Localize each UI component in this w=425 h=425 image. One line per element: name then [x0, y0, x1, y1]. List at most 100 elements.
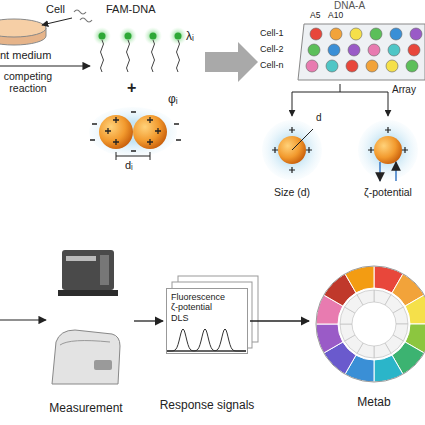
label-wrap: λᵢ: [186, 30, 194, 44]
cells: [74, 10, 92, 22]
zetasizer: [52, 330, 120, 384]
array-well: [308, 44, 320, 56]
signal-peak: [167, 329, 246, 351]
wheel-segment: [345, 266, 374, 293]
figure-label: dᵢ: [125, 159, 133, 172]
array-well: [370, 28, 382, 40]
plus-sign: [368, 127, 408, 153]
text-wrap: A5: [310, 11, 320, 21]
fluor-glow: [119, 27, 137, 45]
ion-cloud: [262, 120, 322, 180]
dna-strand: [152, 40, 155, 72]
arrow: [0, 65, 90, 66]
dna-strand: [127, 40, 130, 72]
array-well: [306, 60, 318, 72]
wheel-outline: [316, 266, 425, 382]
fluor-dot: [175, 33, 182, 40]
wheel-shape: [312, 262, 425, 386]
group-node: Measurement: [40, 246, 132, 416]
node-text: Response signals: [152, 399, 262, 413]
label-wrap: Size (d): [262, 186, 322, 198]
label-wrap: nt medium: [0, 49, 51, 62]
fluor-dot: [99, 33, 106, 40]
card-node: Fluorescenceζ-potentialDLSResponse signa…: [166, 288, 248, 354]
text-wrap: Cell-1: [260, 28, 284, 38]
arrow: [0, 319, 46, 320]
potential-arrow: [379, 162, 380, 181]
text-wrap: Metab: [332, 396, 416, 410]
nanoparticle: [374, 136, 402, 164]
fluor-dot: [125, 33, 132, 40]
instrument-panel: [94, 360, 112, 370]
label-wrap: dᵢ: [125, 159, 133, 172]
split-line: [340, 84, 341, 92]
array-well: [310, 28, 322, 40]
node-text: Cell-2: [260, 44, 284, 54]
flow-arrow: [250, 320, 309, 321]
text-wrap: DNA-A: [334, 0, 365, 12]
fam-dna: [93, 27, 187, 72]
arrow: [42, 18, 72, 25]
array-well: [326, 60, 338, 72]
flow-arrow: [134, 320, 163, 321]
dna-strand: [101, 40, 104, 72]
label-wrap: competing reaction: [0, 70, 56, 94]
dimension-line: [116, 156, 150, 157]
plus-sign: [105, 117, 119, 145]
instrument-lid: [60, 341, 110, 345]
dimension-tick: [116, 152, 117, 160]
array-well: [390, 28, 402, 40]
array-well: [408, 44, 420, 56]
array-well: [328, 44, 340, 56]
array-well: [366, 60, 378, 72]
split-lines: [292, 84, 388, 116]
node-text: DNA-A: [334, 0, 365, 12]
wheel-inner-segment: [357, 290, 374, 305]
figure-label: Array: [392, 84, 416, 96]
signal-peak: [167, 329, 246, 351]
wheel-inner-segment: [374, 343, 391, 358]
split-line: [292, 92, 388, 93]
array-well: [368, 44, 380, 56]
node-text: Fluorescence: [171, 292, 243, 302]
text-wrap: A10: [328, 11, 343, 21]
dimension-line: [292, 129, 313, 150]
plus-sign: [147, 117, 161, 145]
potential-arrows: [380, 162, 396, 181]
fluor-glow: [144, 27, 162, 45]
plate-node: DNA-A Cell-1Cell-2Cell-n A5 A10: [258, 0, 425, 82]
node-text: A10: [328, 11, 343, 21]
split-arrow: [292, 92, 293, 116]
wheel-segment: [405, 295, 425, 324]
instrument-slot: [66, 256, 96, 261]
ion-cloud: [358, 120, 418, 180]
figure-label: nt medium: [0, 49, 51, 62]
array-well: [348, 44, 360, 56]
array-plate: [298, 24, 425, 80]
figure-label: +: [127, 79, 136, 97]
text-wrap: DLS: [171, 313, 243, 323]
potential-arrow: [395, 162, 396, 181]
figure-label: Size (d): [262, 186, 322, 198]
text-wrap: Cell-n: [260, 60, 284, 70]
ion-cloud: [89, 107, 177, 157]
figure-label: φᵢ: [168, 93, 178, 107]
fluor-dot: [150, 33, 157, 40]
plus-sign: [272, 127, 312, 173]
array-well: [330, 28, 342, 40]
label-wrap: Array: [392, 84, 416, 96]
signal-peak: [167, 329, 246, 351]
array-well: [410, 28, 422, 40]
node-text: ζ-potential: [171, 302, 243, 312]
node-text: Cell-n: [260, 60, 284, 70]
wheel-inner-segment: [340, 324, 355, 341]
figure-label: Cell: [46, 3, 65, 16]
instrument-panel: [100, 255, 109, 285]
node-text: Cell-1: [260, 28, 284, 38]
figure-label: competing reaction: [0, 70, 56, 94]
label-wrap: +: [127, 79, 136, 97]
wheel-inner-segment: [393, 307, 408, 324]
cell-shape: [80, 18, 92, 22]
label-wrap: FAM-DNA: [106, 3, 156, 16]
wheel: [316, 266, 425, 382]
